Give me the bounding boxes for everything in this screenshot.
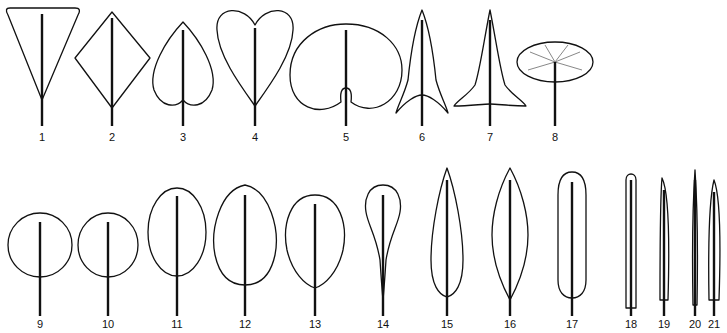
callout-number: 17 — [566, 318, 578, 331]
callout-number: 10 — [102, 318, 114, 331]
leaf-vein — [530, 52, 555, 62]
callout-number: 21 — [708, 318, 720, 331]
leaf-midrib — [382, 195, 384, 316]
callout-number: 16 — [504, 318, 516, 331]
callout-number: 8 — [552, 131, 558, 144]
leaf-vein — [555, 62, 582, 70]
callout-number: 12 — [239, 318, 251, 331]
leaf-midrib — [421, 20, 423, 126]
callout-number: 1 — [39, 131, 45, 144]
callout-number: 2 — [109, 131, 115, 144]
leaf-midrib — [345, 30, 347, 126]
callout-number: 14 — [377, 318, 389, 331]
leaf-row-top — [6, 8, 593, 126]
leaf-midrib — [182, 30, 184, 126]
leaf-midrib — [244, 195, 246, 316]
leaf-midrib — [314, 204, 316, 316]
callout-number: 20 — [689, 318, 701, 331]
leaf-midrib — [41, 14, 43, 126]
callout-number: 7 — [487, 131, 493, 144]
leaf-midrib — [254, 28, 256, 126]
callout-number: 15 — [441, 318, 453, 331]
leaf-midrib — [107, 222, 109, 316]
leaf-vein — [555, 45, 568, 62]
leaf-midrib — [489, 20, 491, 126]
callout-number: 9 — [37, 318, 43, 331]
leaf-midrib — [39, 222, 41, 316]
callout-number: 11 — [171, 318, 182, 331]
leaf-midrib — [111, 18, 113, 126]
callout-number: 5 — [343, 131, 349, 144]
leaf-midrib — [663, 190, 665, 316]
leaf-petiole — [554, 62, 556, 126]
callout-number: 19 — [658, 318, 670, 331]
callout-number: 6 — [419, 131, 425, 144]
leaf-midrib — [176, 196, 178, 316]
leaf-midrib — [630, 180, 632, 316]
callout-number: 13 — [309, 318, 321, 331]
leaf-vein — [545, 45, 555, 62]
leaf-midrib — [694, 180, 696, 316]
leaf-vein — [528, 62, 555, 70]
callout-number: 4 — [252, 131, 258, 144]
callout-number: 3 — [180, 131, 186, 144]
callout-number: 18 — [625, 318, 637, 331]
leaf-midrib — [713, 192, 715, 316]
leaf-midrib — [446, 180, 448, 316]
leaf-row-bottom — [8, 168, 720, 316]
leaf-midrib — [571, 182, 573, 316]
leaf-midrib — [509, 180, 511, 316]
